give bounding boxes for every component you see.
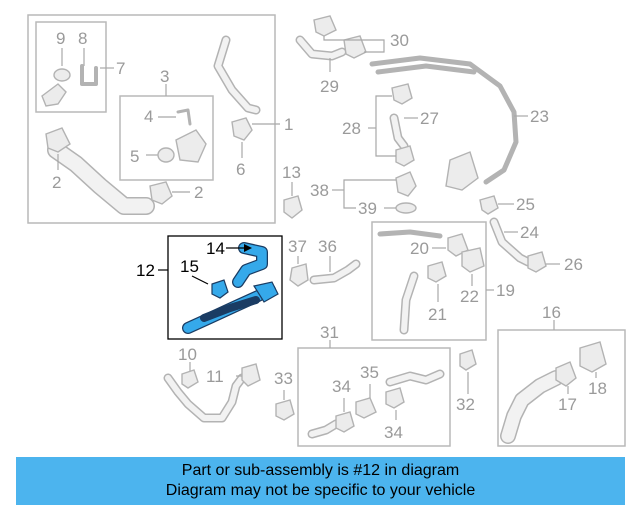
- subassembly-7-box: [35, 21, 107, 113]
- callout-34b: 34: [384, 423, 403, 442]
- lower-left-group: [163, 362, 295, 423]
- clamp-2a: [45, 127, 71, 153]
- fitting-25: [479, 195, 499, 215]
- fitting-28b: [395, 145, 415, 167]
- assembly-1-group: [27, 14, 280, 224]
- sensor-38: [395, 171, 417, 197]
- fitting-30a: [313, 15, 337, 37]
- assembly-16-group: [497, 320, 626, 447]
- washer-39: [395, 202, 417, 214]
- callout-31: 31: [320, 323, 339, 342]
- callout-8: 8: [78, 29, 87, 48]
- callout-18: 18: [588, 379, 607, 398]
- fitting-7: [41, 83, 67, 107]
- callout-21: 21: [428, 305, 447, 324]
- callout-5: 5: [130, 147, 139, 166]
- assembly-12-box: [167, 235, 283, 340]
- o-ring-9: [53, 68, 71, 82]
- banner-line-2: Diagram may not be specific to your vehi…: [165, 482, 476, 499]
- callout-16: 16: [542, 303, 561, 322]
- assembly-19-box: [371, 221, 487, 341]
- callout-7: 7: [116, 59, 125, 78]
- fitting-28a: [391, 83, 413, 105]
- thermostat-housing-3: [175, 129, 207, 163]
- clamp-34b: [385, 387, 405, 409]
- callout-37: 37: [288, 237, 307, 256]
- callout-26: 26: [564, 255, 583, 274]
- o-ring-5: [157, 147, 175, 163]
- fitting-35: [355, 397, 377, 419]
- assembly-31-box: [297, 347, 451, 447]
- bracket-23: [445, 151, 479, 191]
- fitting-37: [289, 263, 309, 287]
- fitting-33: [275, 399, 295, 421]
- clamp-21: [427, 261, 447, 283]
- assembly-1-box: [27, 14, 276, 224]
- callout-38: 38: [310, 181, 329, 200]
- assembly-31-group: [297, 340, 451, 447]
- clamp-2b: [149, 181, 173, 205]
- callout-24: 24: [520, 223, 539, 242]
- callout-19: 19: [496, 281, 515, 300]
- callout-23: 23: [530, 107, 549, 126]
- callout-22: 22: [460, 287, 479, 306]
- callout-30: 30: [390, 31, 409, 50]
- callout-28: 28: [342, 119, 361, 138]
- clamp-34a: [335, 411, 355, 433]
- callout-13: 13: [282, 163, 301, 182]
- clamp-26: [527, 251, 547, 273]
- pipe-12-flange: [253, 281, 279, 303]
- callout-15: 15: [180, 257, 199, 276]
- callout-3: 3: [160, 67, 169, 86]
- callout-27: 27: [420, 109, 439, 128]
- fitting-13: [283, 195, 303, 219]
- callout-32: 32: [456, 395, 475, 414]
- fitting-30b: [343, 35, 367, 59]
- assembly-16-box: [497, 329, 626, 447]
- cap-18: [579, 341, 607, 373]
- callout-14: 14: [206, 239, 225, 258]
- clip-15: [211, 279, 229, 299]
- callout-6: 6: [236, 160, 245, 179]
- callout-labels: 9 8 7 3 4 5 6 1 2 2 13 30 29 28 27 23 38…: [52, 29, 607, 442]
- fitting-22: [461, 247, 485, 273]
- callout-2a: 2: [52, 173, 61, 192]
- callout-4: 4: [144, 107, 153, 126]
- callout-9: 9: [56, 29, 65, 48]
- assembly-19-group: [371, 221, 494, 341]
- assembly-12-group: [158, 235, 283, 340]
- callout-29: 29: [320, 77, 339, 96]
- fitting-6: [231, 117, 253, 141]
- parts-diagram: 9 8 7 3 4 5 6 1 2 2 13 30 29 28 27 23 38…: [27, 14, 626, 447]
- callout-39: 39: [358, 199, 377, 218]
- callout-10: 10: [178, 345, 197, 364]
- callout-1: 1: [284, 115, 293, 134]
- callout-17: 17: [558, 395, 577, 414]
- banner-line-1: Part or sub-assembly is #12 in diagram: [181, 462, 460, 479]
- callout-12: 12: [136, 261, 155, 280]
- clamp-11: [241, 363, 261, 387]
- callout-34a: 34: [332, 377, 351, 396]
- callout-2b: 2: [194, 183, 203, 202]
- callout-35: 35: [360, 363, 379, 382]
- callout-36: 36: [318, 237, 337, 256]
- clamp-10: [181, 369, 199, 389]
- fitting-32: [459, 349, 477, 371]
- callout-11: 11: [206, 367, 224, 386]
- callout-25: 25: [516, 195, 535, 214]
- callout-33: 33: [274, 369, 293, 388]
- upper-right-group: [295, 15, 560, 273]
- clamp-17: [555, 361, 577, 387]
- callout-20: 20: [410, 239, 429, 258]
- info-banner: Part or sub-assembly is #12 in diagram D…: [16, 457, 625, 505]
